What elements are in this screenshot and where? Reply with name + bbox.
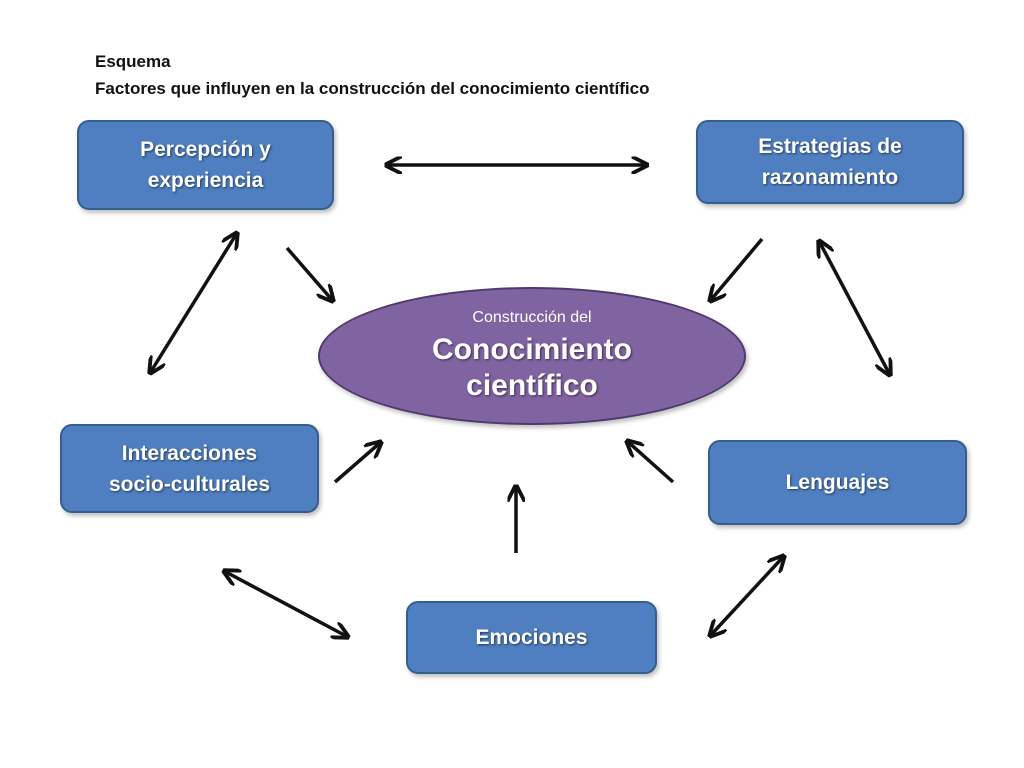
heading-title: Factores que influyen en la construcción… [95,79,650,98]
arrow-percepcion-interacciones [150,233,237,373]
node-percepcion-experiencia: Percepción y experiencia [77,120,334,210]
node-percepcion-line-2: experiencia [147,169,264,192]
arrow-estrategias-lenguajes [819,241,890,375]
arrow-estrategias-to-center [710,237,764,301]
arrow-lenguajes-to-center [627,441,675,484]
heading-line-1: Esquema [95,52,171,71]
arrow-lenguajes-emociones [710,556,784,636]
node-interacciones-socioculturales: Interacciones socio-culturales [60,424,319,513]
central-node-title-line-1: Conocimiento [432,333,632,366]
node-estrategias-line-2: razonamiento [761,166,899,189]
central-node-title-line-2: científico [466,369,598,402]
node-estrategias-razonamiento: Estrategias de razonamiento [696,120,964,204]
central-node-subtitle: Construcción del [472,309,592,326]
node-emociones-label: Emociones [475,626,588,649]
node-lenguajes: Lenguajes [708,440,967,525]
node-interacciones-line-1: Interacciones [121,441,258,465]
node-estrategias-line-1: Estrategias de [758,135,902,158]
arrow-interacciones-to-center [333,442,381,484]
node-interacciones-line-2: socio-culturales [108,472,271,496]
node-percepcion-line-1: Percepción y [140,138,271,161]
heading: Esquema Factores que influyen en la cons… [95,48,650,102]
node-emociones: Emociones [406,601,657,674]
arrow-percepcion-to-center [285,246,333,301]
node-lenguajes-label: Lenguajes [785,471,890,494]
arrow-interacciones-emociones [224,571,348,637]
central-node-conocimiento-cientifico: Construcción del Conocimiento científico [318,287,746,425]
